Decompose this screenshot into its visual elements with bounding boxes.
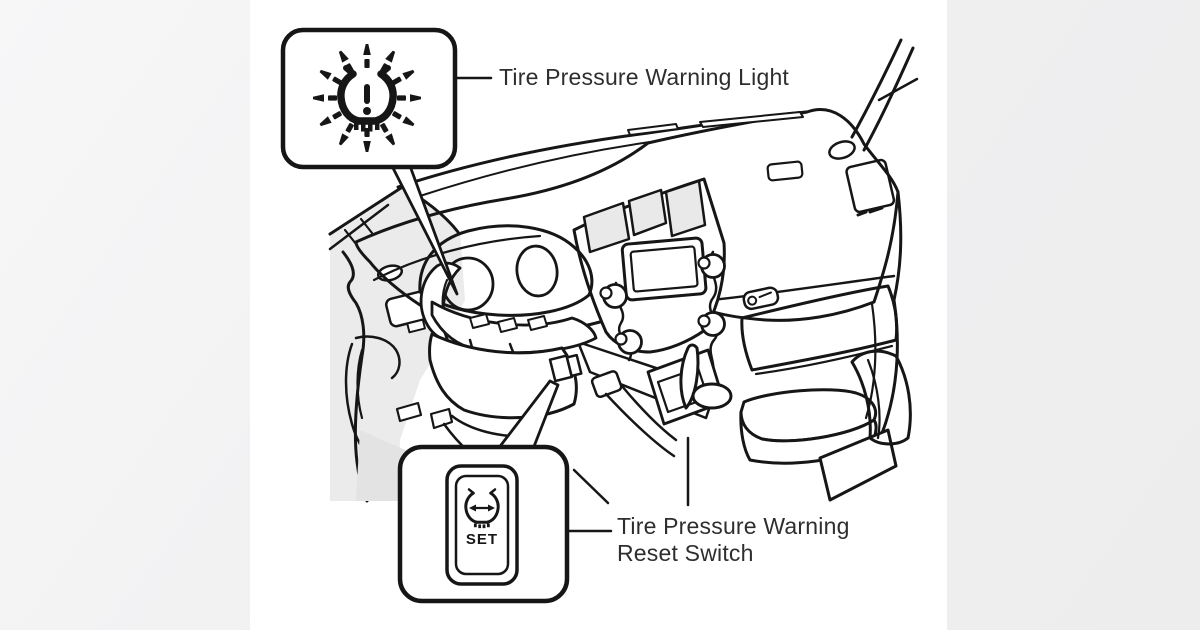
- window-switch-panel: [384, 290, 431, 334]
- tpms-warning-light-blinking-icon: [313, 44, 421, 152]
- shifter-base: [691, 382, 733, 410]
- reset-switch-callout: SET: [397, 444, 613, 604]
- control-knob: [614, 329, 643, 355]
- air-vent: [627, 188, 668, 237]
- console-storage-opening: [818, 428, 898, 502]
- reset-switch-label-line1: Tire Pressure Warning: [617, 513, 850, 539]
- wiper-blade: [699, 111, 804, 128]
- dash-sensor: [766, 160, 804, 182]
- instrument-cluster: [418, 224, 598, 378]
- center-console: [572, 343, 912, 507]
- glove-box-handle: [742, 286, 780, 311]
- tweeter-speaker: [828, 140, 856, 160]
- wiper-blade: [627, 123, 679, 136]
- reset-switch-location: [496, 353, 583, 451]
- center-stack: [572, 177, 726, 420]
- a-pillar: [850, 38, 919, 152]
- gauge: [515, 244, 559, 298]
- passenger-seat: [850, 349, 912, 446]
- set-label: SET: [466, 531, 498, 548]
- ignition-switch: [590, 370, 623, 399]
- reset-switch-label-line2: Reset Switch: [617, 540, 754, 566]
- warning-light-label: Tire Pressure Warning Light: [499, 64, 790, 90]
- control-knob: [697, 311, 726, 337]
- reset-switch-label: Tire Pressure Warning Reset Switch: [617, 513, 850, 567]
- air-vent: [582, 201, 631, 254]
- air-vent: [664, 179, 707, 238]
- warning-light-callout: [280, 27, 493, 296]
- nav-screen: [620, 236, 708, 302]
- control-knob: [599, 283, 628, 309]
- reset-switch-button: [454, 474, 510, 576]
- control-knob: [697, 253, 726, 279]
- tpms-reset-switch-icon: [464, 488, 500, 529]
- side-trim-badge: [845, 158, 896, 214]
